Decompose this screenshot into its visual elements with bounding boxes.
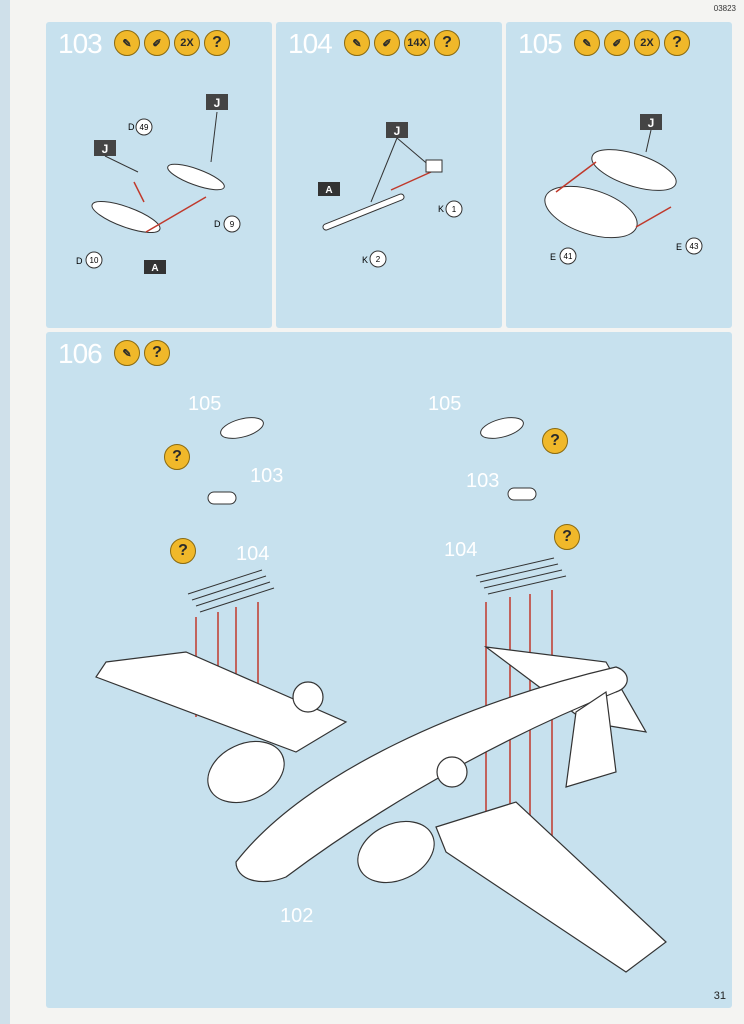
part-number: 43 <box>690 242 699 251</box>
step-number: 104 <box>288 28 333 59</box>
page-edge <box>0 0 10 1024</box>
part-number: 41 <box>564 252 573 261</box>
glue-icon: ✎ <box>114 340 140 366</box>
flag-icon <box>94 140 116 156</box>
help-icon: ? <box>434 30 460 56</box>
part-letter: D <box>214 219 221 229</box>
part-letter: D <box>76 256 83 266</box>
callout-label: 103 <box>466 470 499 492</box>
step-103-panel: 103 ✎ ✐ 2X ? J J D 49 D 9 D 10 A <box>46 22 272 328</box>
part-letter: K <box>362 255 368 265</box>
step-105-drawing: J E 41 E 43 <box>544 114 703 265</box>
part-letter: D <box>128 122 135 132</box>
flag-label: J <box>214 96 221 110</box>
help-icon: ? <box>144 340 170 366</box>
callout-label: 105 <box>428 393 461 415</box>
flag-label: J <box>648 116 655 130</box>
part-letter: E <box>676 242 682 252</box>
reference-label: A <box>325 185 332 196</box>
step-106-panel: 106 ✎ ? ? ? ? ? 105 103 104 105 103 104 … <box>46 332 732 1008</box>
step-number: 106 <box>58 338 103 369</box>
flag-icon <box>386 122 408 138</box>
help-marker: ? <box>554 524 580 550</box>
part-number: 49 <box>140 123 149 132</box>
flag-icon <box>640 114 662 130</box>
step-number: 103 <box>58 28 103 59</box>
help-marker: ? <box>164 444 190 470</box>
help-marker: ? <box>542 428 568 454</box>
glue-icon: ✎ <box>574 30 600 56</box>
count-badge: 14X <box>404 30 430 56</box>
flag-icon <box>206 94 228 110</box>
paint-icon: ✐ <box>374 30 400 56</box>
step-104-panel: 104 ✎ ✐ 14X ? J A K 1 K 2 <box>276 22 502 328</box>
reference-label: A <box>151 263 158 274</box>
glue-icon: ✎ <box>344 30 370 56</box>
paint-icon: ✐ <box>604 30 630 56</box>
glue-icon: ✎ <box>114 30 140 56</box>
part-letter: E <box>550 252 556 262</box>
help-marker: ? <box>170 538 196 564</box>
callout-label: 105 <box>188 393 221 415</box>
count-badge: 2X <box>174 30 200 56</box>
part-number: 1 <box>452 205 457 214</box>
callout-label: 104 <box>444 539 477 561</box>
help-icon: ? <box>664 30 690 56</box>
step-105-panel: 105 ✎ ✐ 2X ? J E 41 E 43 <box>506 22 732 328</box>
flag-label: J <box>102 142 109 156</box>
paint-icon: ✐ <box>144 30 170 56</box>
callout-label: 104 <box>236 543 269 565</box>
step-103-drawing: J J D 49 D 9 D 10 A <box>76 94 241 274</box>
page-number: 31 <box>713 990 726 1002</box>
part-letter: K <box>438 204 444 214</box>
flag-label: J <box>394 124 401 138</box>
part-number: 2 <box>376 255 381 264</box>
step-number: 105 <box>518 28 563 59</box>
part-number: 9 <box>230 220 235 229</box>
help-icon: ? <box>204 30 230 56</box>
callout-label: 103 <box>250 465 283 487</box>
callout-label: 102 <box>280 905 313 927</box>
step-104-drawing: J A K 1 K 2 <box>318 122 463 268</box>
document-code: 03823 <box>713 4 736 13</box>
count-badge: 2X <box>634 30 660 56</box>
part-number: 10 <box>90 256 99 265</box>
assembly-drawing: 105 103 104 105 103 104 102 <box>95 393 667 973</box>
